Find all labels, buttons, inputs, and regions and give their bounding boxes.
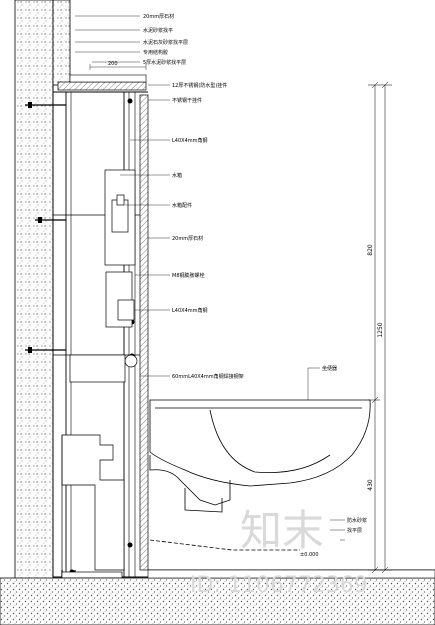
watermark-brand: 知末 xyxy=(240,506,324,555)
label-water-tank: 水箱 xyxy=(172,172,182,179)
toilet-bowl xyxy=(149,399,371,551)
upper-height-dimension: 820 xyxy=(367,244,374,256)
label-steel-anchor: M8钢膨胀螺栓 xyxy=(172,272,205,279)
lower-height-dimension: 430 xyxy=(367,479,374,491)
label-fixing-anchor: 专用结构胶 xyxy=(143,49,168,56)
stone-cladding-panel xyxy=(139,94,149,571)
label-stone-hanger: 不锈钢干挂件 xyxy=(172,97,202,104)
total-height-dimension: 1250 xyxy=(377,322,384,337)
label-leveling: 水泥石灰砂浆找平层 xyxy=(143,39,188,46)
label-steel-channel-top: L40X4mm角钢 xyxy=(172,137,208,144)
leader-lines xyxy=(75,15,345,541)
sink-width-dimension: 200 xyxy=(108,61,118,67)
watermark-id: ID: 1106772369 xyxy=(190,573,368,598)
label-top-stone: 20mm厚石材 xyxy=(143,13,174,20)
label-tank-fitting: 水箱配件 xyxy=(172,202,192,209)
floor-slab xyxy=(0,569,435,625)
label-screed: 5厚水泥砂浆找平层 xyxy=(143,59,186,66)
floor-level-marker: ±0.000 xyxy=(300,552,319,558)
structural-wall xyxy=(14,0,54,581)
label-floor-seal: 防水砂浆 xyxy=(347,517,367,524)
label-stone-mid: 20mm厚石材 xyxy=(172,235,203,242)
label-channel-frame: 60mmL40X4mm角钢焊接钢架 xyxy=(172,373,244,380)
label-toilet: 坐便器 xyxy=(322,365,337,372)
label-waterproof: 水泥砂浆找平 xyxy=(143,27,173,34)
dimension-chain xyxy=(368,81,392,574)
upper-counter xyxy=(52,0,147,91)
carrier-frame xyxy=(61,434,125,579)
label-floor-finish: 找平层 xyxy=(347,527,362,534)
label-steel-channel-mid: L40X4mm角钢 xyxy=(172,307,208,314)
water-tank xyxy=(69,169,138,383)
label-hinge: 12厚不锈钢(防水型)挂件 xyxy=(172,82,227,89)
